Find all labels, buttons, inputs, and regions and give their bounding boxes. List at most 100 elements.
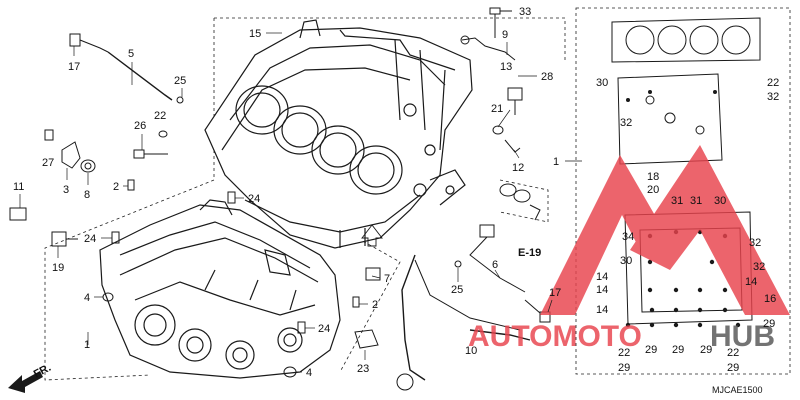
callout-20[interactable]: 20 <box>647 184 659 196</box>
callout-29-b[interactable]: 29 <box>645 344 657 356</box>
callout-2-upper[interactable]: 2 <box>113 181 119 193</box>
bearing-frame <box>499 179 549 223</box>
callout-30-b[interactable]: 30 <box>714 195 726 207</box>
sensor-9 <box>460 35 516 61</box>
dowel-24-mid <box>111 231 120 244</box>
callout-labels-detail: 30 22 32 32 1 18 20 31 31 30 34 32 30 32… <box>553 77 779 374</box>
callout-14-c[interactable]: 14 <box>745 276 757 288</box>
callout-14-a[interactable]: 14 <box>596 271 608 283</box>
callout-labels-main: 15 33 17 5 9 13 28 25 21 26 22 27 3 8 12… <box>13 6 561 379</box>
callout-15[interactable]: 15 <box>249 28 261 40</box>
callout-32-c[interactable]: 32 <box>749 237 761 249</box>
callout-30-c[interactable]: 30 <box>620 255 632 267</box>
callout-29-e[interactable]: 29 <box>618 362 630 374</box>
crankcase-frame-top <box>214 17 566 60</box>
callout-27[interactable]: 27 <box>42 157 54 169</box>
callout-2-lower[interactable]: 2 <box>372 299 378 311</box>
callout-30-a[interactable]: 30 <box>596 77 608 89</box>
callout-24-mid[interactable]: 24 <box>84 233 96 245</box>
leader-lines <box>19 10 582 373</box>
washer-22 <box>158 130 168 138</box>
dowel-21 <box>492 125 504 135</box>
callout-6[interactable]: 6 <box>492 259 498 271</box>
callout-10[interactable]: 10 <box>465 345 477 357</box>
callout-8[interactable]: 8 <box>84 189 90 201</box>
lower-crankcase <box>99 199 341 379</box>
front-arrow-label: FR. <box>32 362 53 381</box>
callout-25-upper[interactable]: 25 <box>174 75 186 87</box>
plug-25-lower <box>454 260 462 268</box>
dowel-2-lower <box>352 296 360 308</box>
plug-25-upper <box>176 96 184 104</box>
sensor-17-upper <box>69 33 173 101</box>
callout-17-upper[interactable]: 17 <box>68 61 80 73</box>
callout-1-detail[interactable]: 1 <box>553 156 559 168</box>
dowel-24-upper <box>227 191 236 204</box>
small-parts <box>9 7 551 391</box>
callout-1-main[interactable]: 1 <box>84 339 90 351</box>
callout-31-b[interactable]: 31 <box>690 195 702 207</box>
clamp-23 <box>354 329 379 349</box>
callout-5[interactable]: 5 <box>128 48 134 60</box>
watermark-text-b: HUB <box>710 320 775 353</box>
callout-4-lower[interactable]: 4 <box>306 367 312 379</box>
dowel-24-lower <box>297 321 306 334</box>
callout-22-a[interactable]: 22 <box>767 77 779 89</box>
oil-jet-3 <box>61 141 81 169</box>
callout-32-d[interactable]: 32 <box>753 261 765 273</box>
callout-25-lower[interactable]: 25 <box>451 284 463 296</box>
callout-32-b[interactable]: 32 <box>620 117 632 129</box>
sensor-6 <box>396 224 526 391</box>
callout-29-d[interactable]: 29 <box>700 344 712 356</box>
watermark-triangle-left <box>540 155 675 315</box>
callout-14-b[interactable]: 14 <box>596 284 608 296</box>
callout-19[interactable]: 19 <box>52 262 64 274</box>
oring-8 <box>80 159 96 173</box>
bolt-pattern-frame <box>575 7 791 375</box>
section-reference: E-19 <box>361 224 541 259</box>
front-arrow: FR. <box>8 362 53 393</box>
callout-34[interactable]: 34 <box>622 231 634 243</box>
callout-22-b[interactable]: 22 <box>618 347 630 359</box>
callout-13[interactable]: 13 <box>500 61 512 73</box>
bearings <box>499 183 541 221</box>
sensor-13 <box>507 87 523 115</box>
callout-7[interactable]: 7 <box>384 273 390 285</box>
callout-14-d[interactable]: 14 <box>596 304 608 316</box>
callout-12[interactable]: 12 <box>512 162 524 174</box>
callout-28[interactable]: 28 <box>541 71 553 83</box>
bolt-27 <box>44 129 54 141</box>
front-arrow-icon <box>8 371 43 393</box>
callout-4-mid[interactable]: 4 <box>84 292 90 304</box>
section-ref-label[interactable]: E-19 <box>518 247 541 259</box>
hose-10 <box>469 329 531 341</box>
callout-16[interactable]: 16 <box>764 293 776 305</box>
plug-19 <box>51 231 78 247</box>
callout-33[interactable]: 33 <box>519 6 531 18</box>
callout-26[interactable]: 26 <box>134 120 146 132</box>
callout-32-a[interactable]: 32 <box>767 91 779 103</box>
watermark: AUTOMOTO HUB <box>468 145 790 353</box>
callout-3[interactable]: 3 <box>63 184 69 196</box>
callout-17-lower[interactable]: 17 <box>549 287 561 299</box>
bolt-33 <box>489 7 512 38</box>
callout-11[interactable]: 11 <box>13 181 24 193</box>
fitting-12 <box>504 139 521 153</box>
callout-24-lower[interactable]: 24 <box>318 323 330 335</box>
callout-9[interactable]: 9 <box>502 29 508 41</box>
callout-29-a[interactable]: 29 <box>763 318 775 330</box>
dowel-2-upper <box>127 179 135 191</box>
upper-crankcase <box>204 19 473 249</box>
callout-24-upper[interactable]: 24 <box>248 193 260 205</box>
callout-29-f[interactable]: 29 <box>727 362 739 374</box>
callout-18[interactable]: 18 <box>647 171 659 183</box>
callout-23[interactable]: 23 <box>357 363 369 375</box>
drawing-code: MJCAE1500 <box>712 385 763 395</box>
callout-22-upper[interactable]: 22 <box>154 110 166 122</box>
callout-31-a[interactable]: 31 <box>671 195 683 207</box>
callout-29-c[interactable]: 29 <box>672 344 684 356</box>
callout-21[interactable]: 21 <box>491 103 503 115</box>
callout-22-c[interactable]: 22 <box>727 347 739 359</box>
watermark-triangle-right <box>630 145 790 315</box>
